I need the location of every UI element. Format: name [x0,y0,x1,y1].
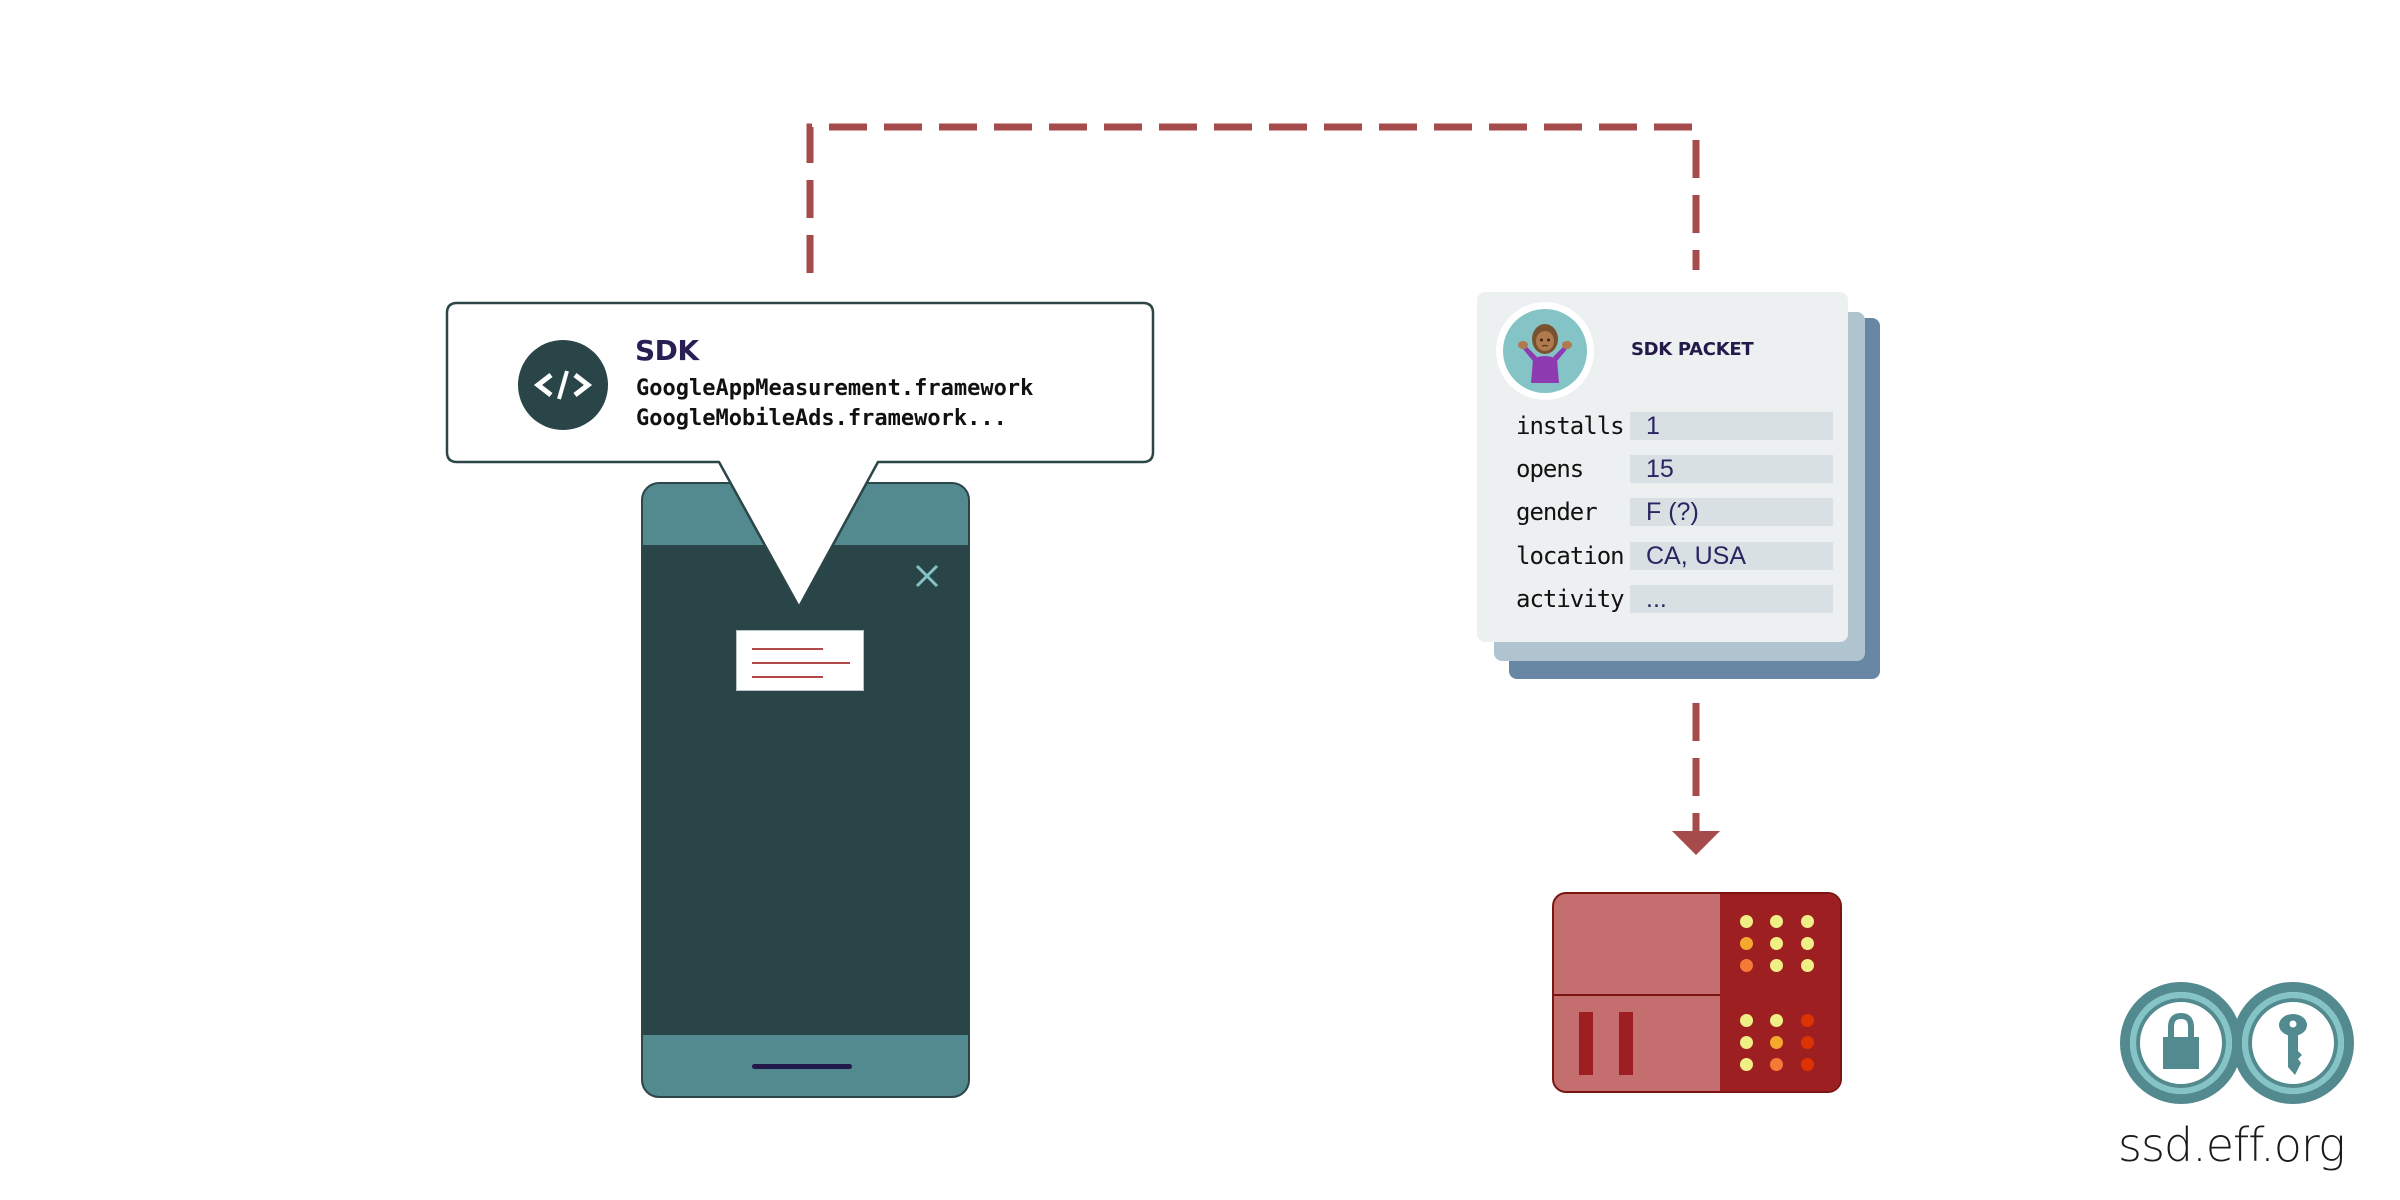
ssd-logo [2120,982,2354,1104]
ad-text-line [752,648,823,650]
server-status-light [1770,937,1783,950]
server-status-light [1740,1036,1753,1049]
key-icon [2232,982,2354,1104]
field-value: 1 [1630,412,1833,440]
arrow-down-icon [1672,831,1720,855]
field-label: installs [1516,412,1625,440]
field-label: location [1516,542,1625,570]
person-shrugging-icon [1518,324,1572,383]
field-value: F (?) [1630,498,1833,526]
field-value: ... [1630,585,1833,613]
ad-text-line [752,676,823,678]
server-icon [1552,892,1842,1093]
packet-row-activity: activity ... [1516,585,1836,613]
ad-banner[interactable] [736,630,864,691]
server-status-light [1801,1058,1814,1071]
smartphone [641,482,970,1098]
server-status-light [1801,1014,1814,1027]
server-status-light [1740,937,1753,950]
field-label: gender [1516,498,1598,526]
sdk-framework-line: GoogleAppMeasurement.framework [636,376,1034,401]
server-status-light [1740,915,1753,928]
packet-title: SDK PACKET [1631,339,1754,360]
packet-row-location: location CA, USA [1516,542,1836,570]
sdk-framework-line: GoogleMobileAds.framework... [636,406,1007,431]
home-indicator[interactable] [752,1064,852,1069]
server-status-light [1740,1014,1753,1027]
server-status-light [1770,1058,1783,1071]
lock-icon [2120,982,2242,1104]
server-status-light [1740,959,1753,972]
server-divider [1554,994,1720,996]
packet-row-opens: opens 15 [1516,455,1836,483]
server-status-light [1801,915,1814,928]
ad-text-line [752,662,850,664]
dashed-connector-top [806,123,1700,273]
sdk-title: SDK [635,334,699,367]
user-avatar [1496,302,1594,400]
server-status-light [1770,1036,1783,1049]
field-value: CA, USA [1630,542,1833,570]
server-slot [1579,1012,1593,1075]
field-value: 15 [1630,455,1833,483]
logo-url-text[interactable]: ssd.eff.org [2118,1118,2346,1172]
server-status-light [1770,959,1783,972]
close-icon[interactable] [914,563,940,589]
packet-row-gender: gender F (?) [1516,498,1836,526]
server-status-light [1801,1036,1814,1049]
field-label: opens [1516,455,1584,483]
server-status-light [1770,1014,1783,1027]
server-slot [1619,1012,1633,1075]
server-status-light [1740,1058,1753,1071]
field-label: activity [1516,585,1625,613]
code-icon [518,340,608,430]
server-status-light [1801,937,1814,950]
server-status-light [1770,915,1783,928]
packet-row-installs: installs 1 [1516,412,1836,440]
server-status-light [1801,959,1814,972]
